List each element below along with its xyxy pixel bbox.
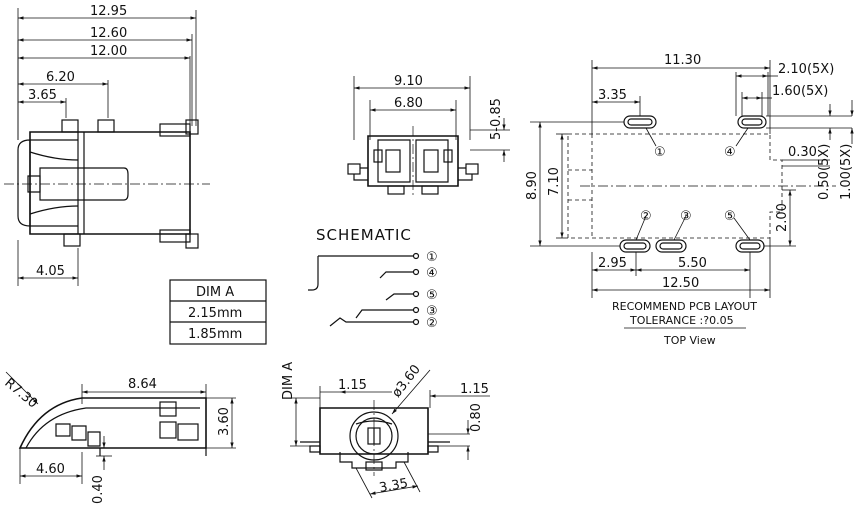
pad-label-1: ① xyxy=(654,145,666,160)
dim-8-90: 8.90 xyxy=(525,171,540,200)
dim-4-60: 4.60 xyxy=(36,462,65,477)
dim-table-header: DIM A xyxy=(196,285,234,300)
dim-r7-30: R7.30 xyxy=(1,376,40,412)
dim-0-80: 0.80 xyxy=(469,403,484,432)
dim-12-00: 12.00 xyxy=(90,44,127,59)
pad-label-5: ⑤ xyxy=(724,209,736,224)
dim-3-35-pcb: 3.35 xyxy=(598,88,627,103)
dim-dia-3-60: ø3.60 xyxy=(389,362,424,400)
dim-2-95: 2.95 xyxy=(598,256,627,271)
dim-table-row-2: 1.85mm xyxy=(188,327,242,342)
dim-3-60-side: 3.60 xyxy=(217,407,232,436)
dim-2-10: 2.10(5X) xyxy=(778,62,834,77)
dim-7-10: 7.10 xyxy=(547,167,562,196)
schematic-title: SCHEMATIC xyxy=(316,226,412,244)
pad-label-4: ④ xyxy=(724,145,736,160)
dim-12-95: 12.95 xyxy=(90,4,127,19)
pcb-caption-tolerance: TOLERANCE :?0.05 xyxy=(629,314,734,327)
dim-11-30: 11.30 xyxy=(664,53,701,68)
dim-1-15-right: 1.15 xyxy=(460,382,489,397)
pcb-caption-top-view: TOP View xyxy=(663,334,716,347)
rear-view: DIM A 1.15 ø3.60 1.15 0.80 xyxy=(281,362,490,499)
dim-0-30: 0.30 xyxy=(788,145,817,160)
schematic: SCHEMATIC ① ④ ⑤ ③ ② xyxy=(308,226,438,331)
dim-6-80: 6.80 xyxy=(394,96,423,111)
pad-label-2: ② xyxy=(640,209,652,224)
dim-12-50: 12.50 xyxy=(662,276,699,291)
schematic-pin-5: ⑤ xyxy=(426,288,438,303)
dim-3-35-rear: 3.35 xyxy=(378,476,409,496)
pad-label-3: ③ xyxy=(680,209,692,224)
schematic-pin-3: ③ xyxy=(426,304,438,319)
schematic-pin-4: ④ xyxy=(426,266,438,281)
dim-4-05: 4.05 xyxy=(36,264,65,279)
dim-5-50: 5.50 xyxy=(678,256,707,271)
dim-12-60: 12.60 xyxy=(90,26,127,41)
dim-9-10: 9.10 xyxy=(394,74,423,89)
schematic-pin-2: ② xyxy=(426,316,438,331)
dim-1-60: 1.60(5X) xyxy=(772,84,828,99)
dim-8-64: 8.64 xyxy=(128,377,157,392)
dim-1-00: 1.00(5X) xyxy=(839,144,854,200)
dim-0-40: 0.40 xyxy=(91,475,106,504)
dim-6-20: 6.20 xyxy=(46,70,75,85)
side-view: R7.30 8.64 3.60 4.60 0.40 xyxy=(1,371,236,504)
dim-table-row-1: 2.15mm xyxy=(188,306,242,321)
dim-a-table: DIM A 2.15mm 1.85mm xyxy=(169,279,267,345)
pcb-layout: ① ④ ② ③ ⑤ 11.30 2.10(5X) 1.60(5X) 3.35 0… xyxy=(525,53,854,347)
dim-0-50: 0.50(5X) xyxy=(817,144,832,200)
front-view: 12.95 12.60 12.00 6.20 3.65 xyxy=(4,4,210,286)
rear-dim-a: DIM A xyxy=(281,362,296,400)
dim-5-0-85: 5-0.85 xyxy=(489,98,504,140)
dim-3-65: 3.65 xyxy=(28,88,57,103)
dim-2-00: 2.00 xyxy=(775,203,790,232)
pcb-caption-recommend: RECOMMEND PCB LAYOUT xyxy=(612,300,757,313)
end-view: 9.10 6.80 5-0.85 xyxy=(347,74,510,198)
schematic-pin-1: ① xyxy=(426,250,438,265)
dim-1-15-left: 1.15 xyxy=(338,378,367,393)
